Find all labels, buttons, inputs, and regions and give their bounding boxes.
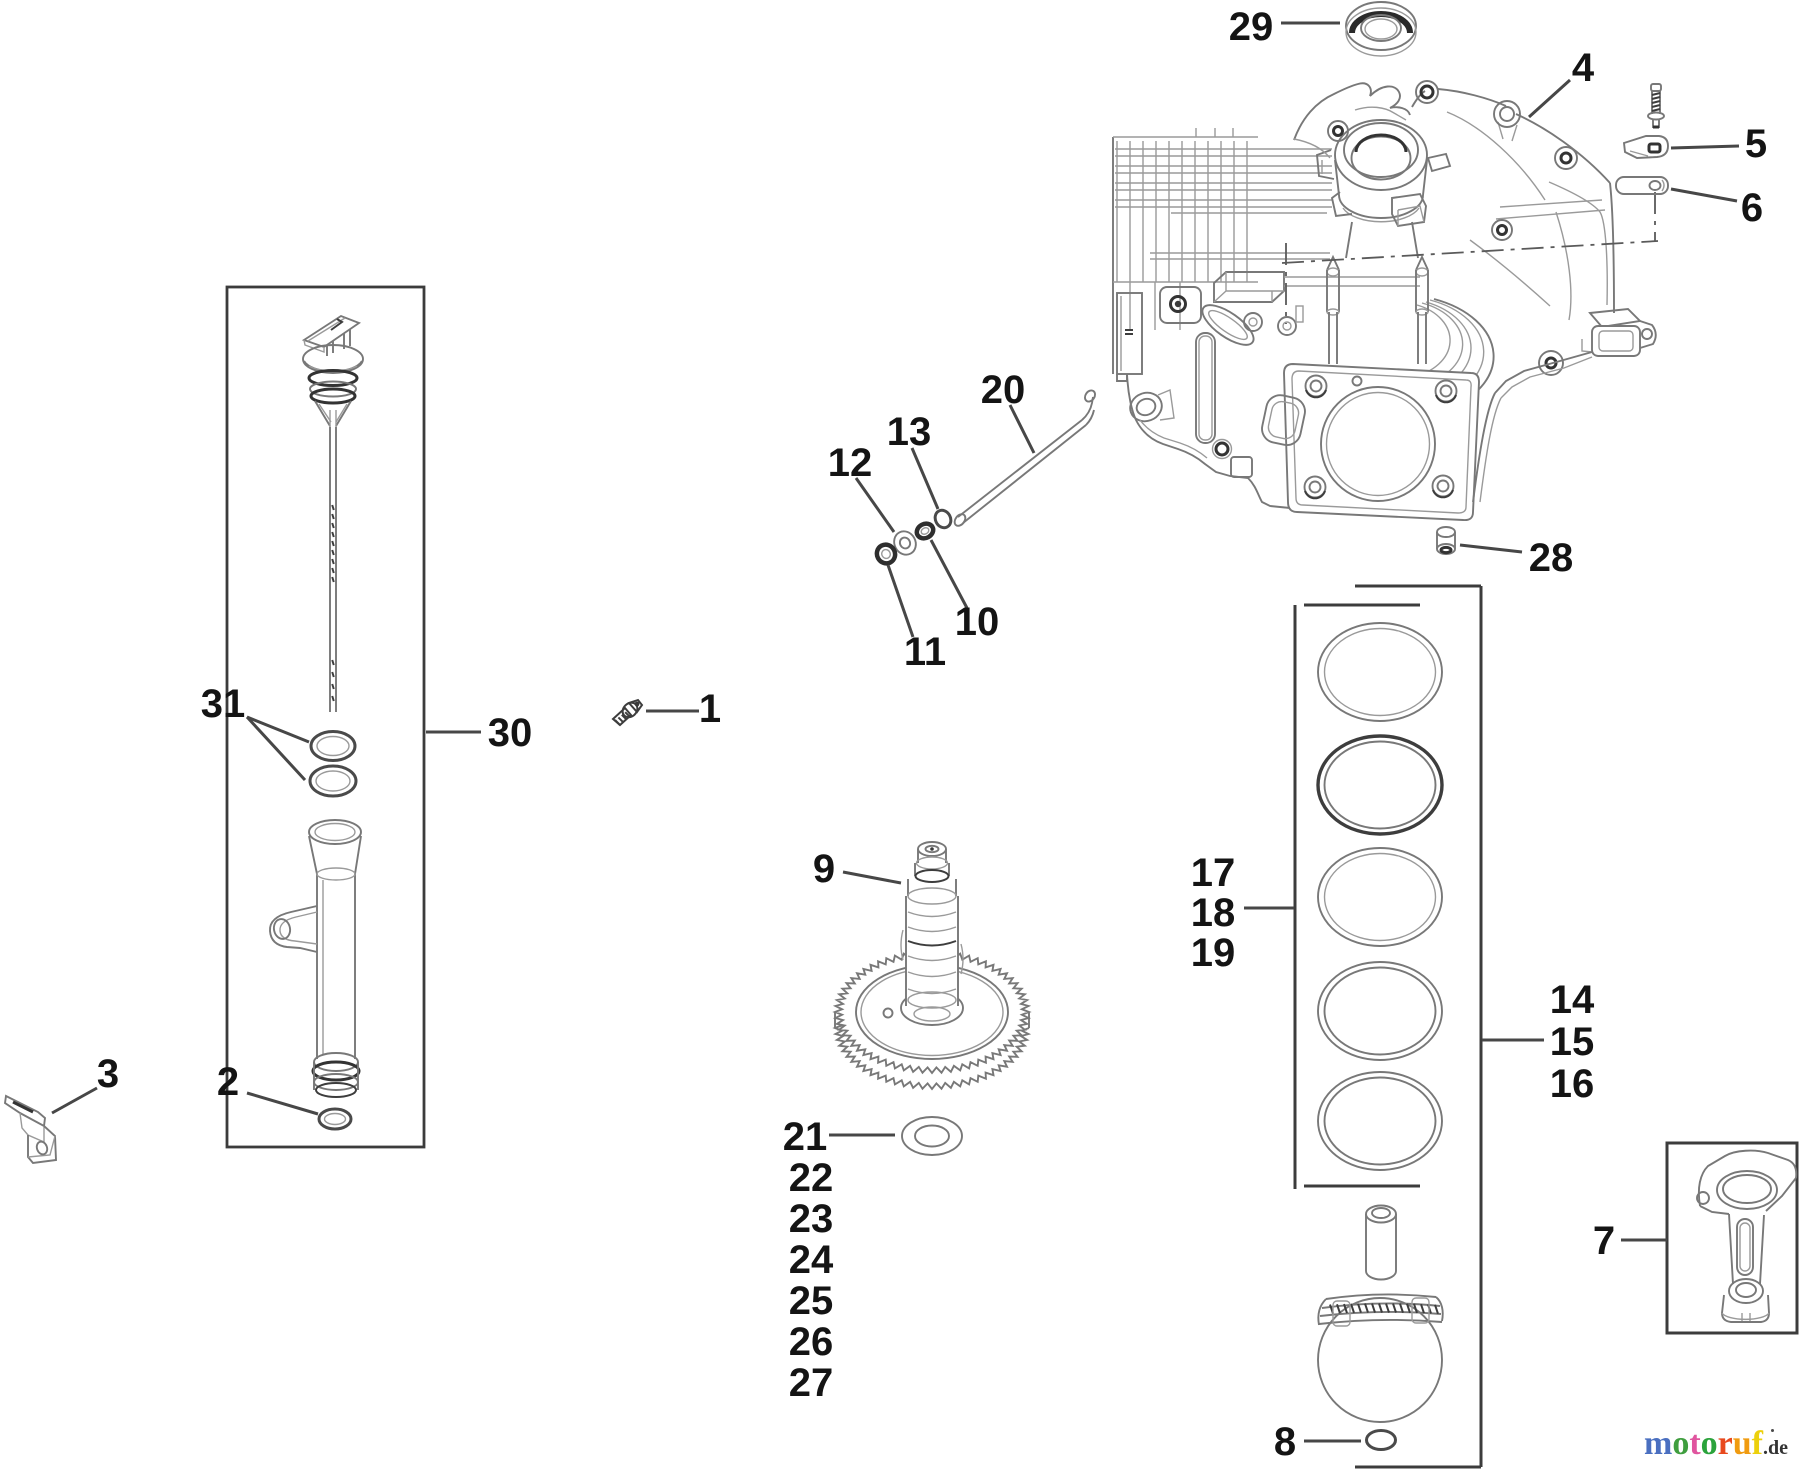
- svg-text:27: 27: [789, 1361, 834, 1405]
- svg-text:26: 26: [789, 1320, 834, 1364]
- svg-text:1: 1: [699, 687, 721, 731]
- svg-text:17: 17: [1191, 851, 1236, 895]
- svg-text:3: 3: [97, 1052, 119, 1096]
- svg-text:10: 10: [955, 600, 1000, 644]
- svg-text:5: 5: [1745, 122, 1767, 166]
- svg-text:13: 13: [887, 410, 932, 454]
- svg-text:24: 24: [789, 1238, 834, 1282]
- svg-text:8: 8: [1274, 1420, 1296, 1464]
- svg-text:18: 18: [1191, 891, 1236, 935]
- svg-text:23: 23: [789, 1197, 834, 1241]
- svg-text:14: 14: [1550, 978, 1595, 1022]
- svg-text:2: 2: [217, 1060, 239, 1104]
- svg-text:21: 21: [783, 1115, 828, 1159]
- svg-text:16: 16: [1550, 1062, 1595, 1106]
- svg-text:28: 28: [1529, 536, 1574, 580]
- svg-text:19: 19: [1191, 931, 1236, 975]
- svg-text:15: 15: [1550, 1020, 1595, 1064]
- svg-text:20: 20: [981, 368, 1026, 412]
- svg-text:6: 6: [1741, 186, 1763, 230]
- svg-text:30: 30: [488, 711, 533, 755]
- svg-text:4: 4: [1572, 46, 1595, 90]
- svg-text:25: 25: [789, 1279, 834, 1323]
- svg-text:11: 11: [904, 630, 946, 674]
- svg-text:12: 12: [828, 441, 873, 485]
- svg-text:22: 22: [789, 1156, 834, 1200]
- svg-text:29: 29: [1229, 5, 1274, 49]
- svg-text:31: 31: [201, 682, 246, 726]
- svg-text:7: 7: [1593, 1219, 1615, 1263]
- svg-text:9: 9: [813, 847, 835, 891]
